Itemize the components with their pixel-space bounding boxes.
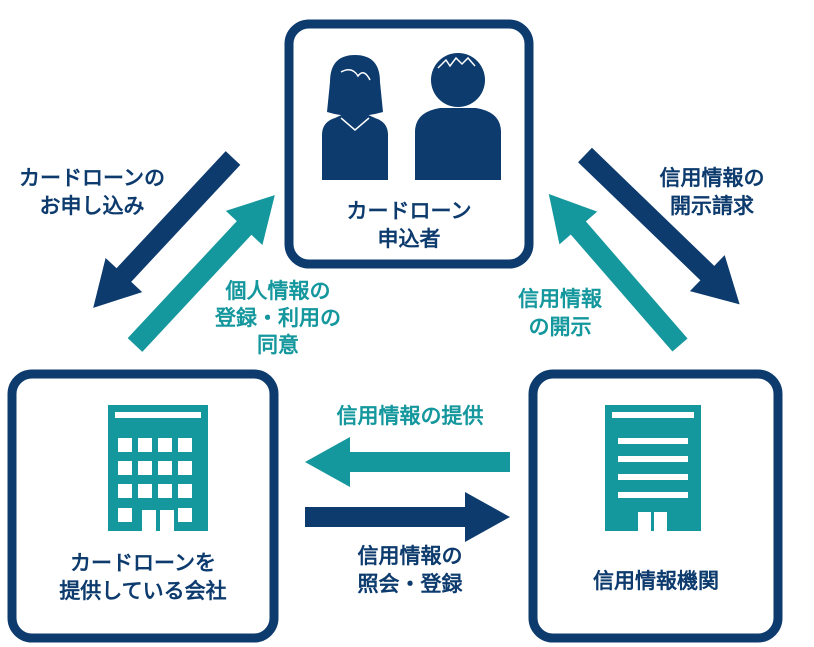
consent-arrow	[127, 195, 275, 352]
application-label-line1: カードローンの	[19, 166, 165, 190]
application-label-line2: お申し込み	[40, 194, 145, 218]
lender-label-line1: カードローンを	[70, 551, 216, 575]
provision-arrow	[305, 437, 510, 487]
bureau-label: 信用情報機関	[593, 569, 719, 593]
disclosure-request-label-line2: 開示請求	[670, 194, 754, 218]
disclosure-label-line1: 信用情報	[518, 287, 603, 311]
applicant-label-line1: カードローン	[347, 199, 472, 223]
inquiry-arrow	[305, 492, 510, 542]
people-icon	[322, 53, 501, 180]
lender-label-line2: 提供している会社	[59, 579, 226, 603]
man-icon	[415, 53, 501, 180]
disclosure-request-label-line1: 信用情報の	[660, 166, 765, 190]
applicant-label-line2: 申込者	[378, 227, 441, 251]
woman-icon	[322, 55, 388, 180]
disclosure-arrow	[548, 194, 688, 352]
disclosure-request-arrow	[578, 147, 740, 305]
consent-label-line2: 登録・利用の	[214, 306, 341, 330]
building-icon	[605, 405, 701, 531]
consent-label-line3: 同意	[257, 333, 299, 357]
provision-label: 信用情報の提供	[337, 404, 484, 428]
inquiry-label-line1: 信用情報の	[358, 544, 463, 568]
office-building-icon	[108, 405, 208, 531]
disclosure-label-line2: の開示	[529, 315, 592, 339]
consent-label-line1: 個人情報の	[225, 279, 331, 303]
inquiry-label-line2: 照会・登録	[358, 572, 464, 596]
application-arrow	[93, 151, 241, 308]
